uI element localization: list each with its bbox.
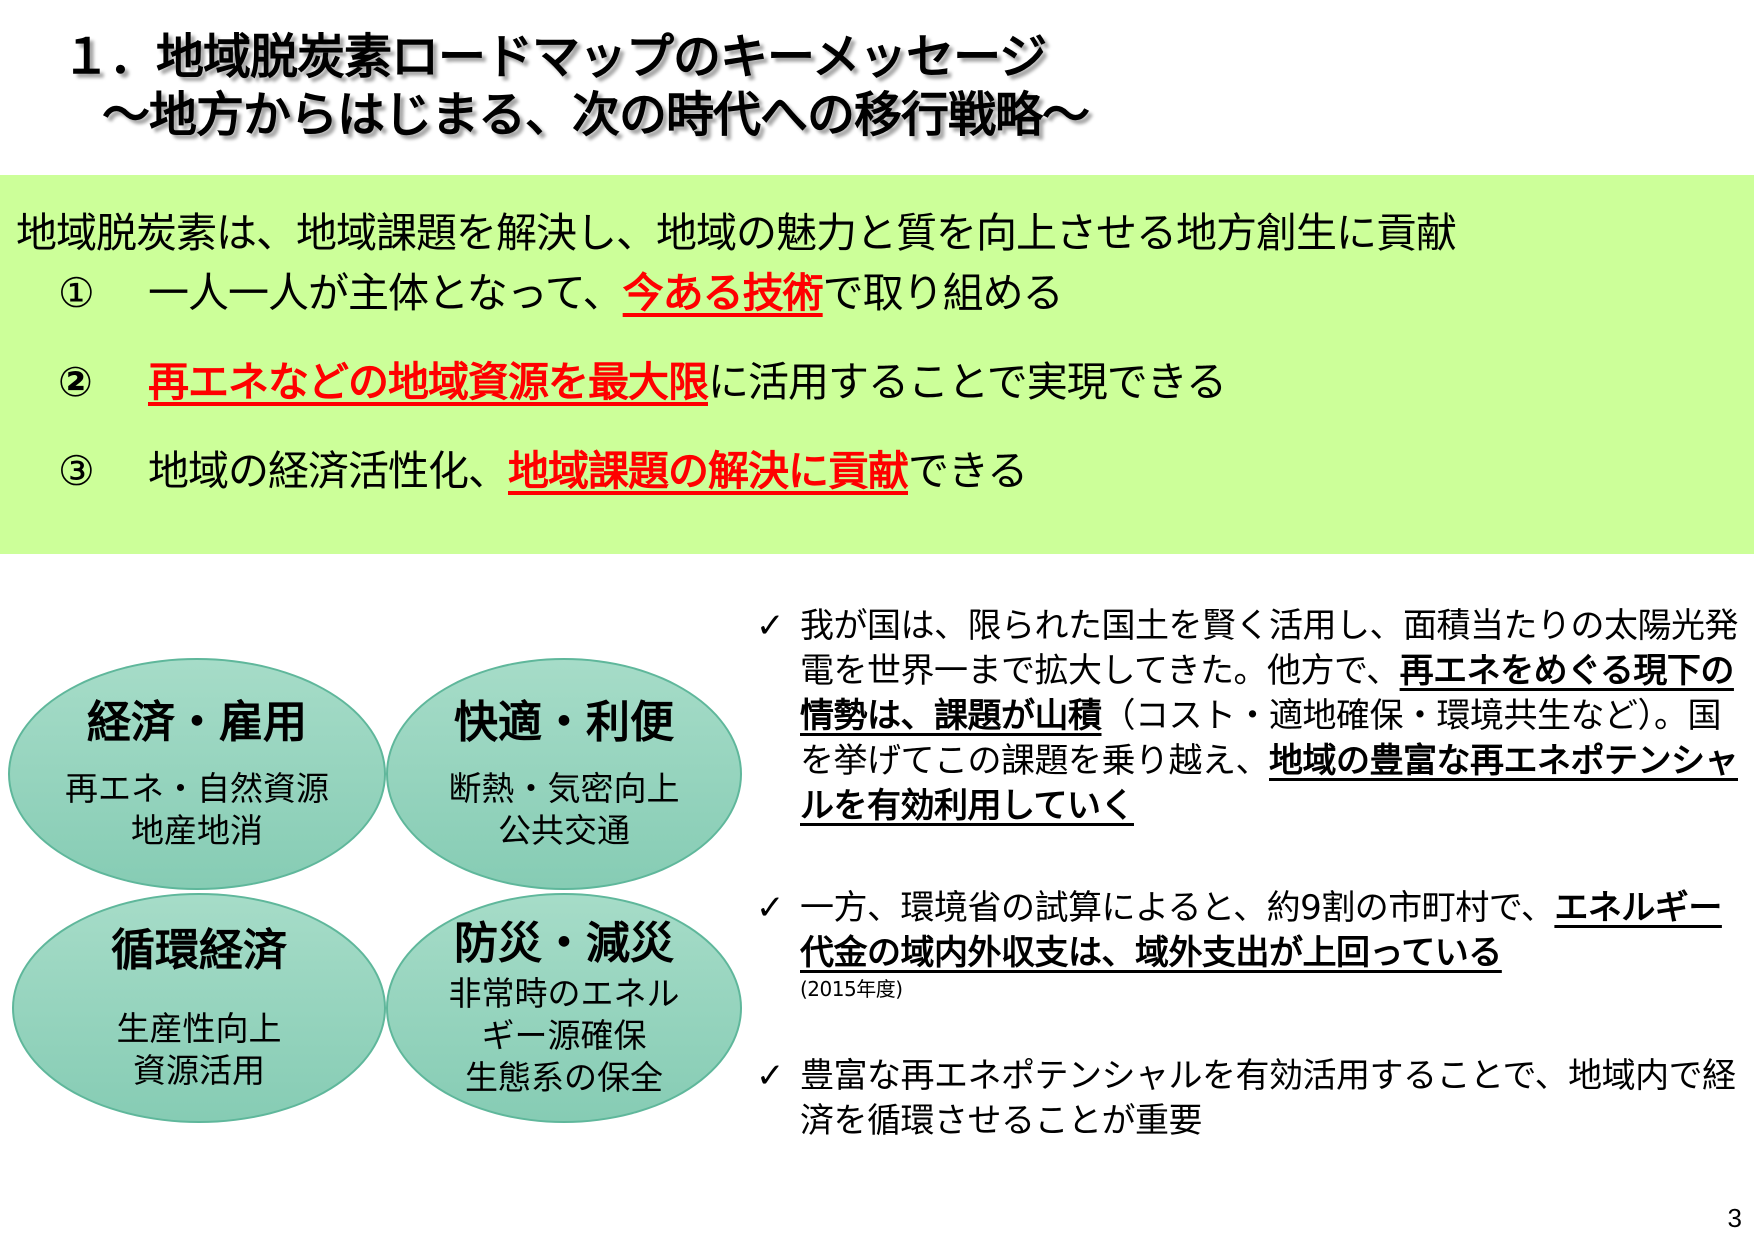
key-message-band [0, 175, 1754, 554]
slide-title: １．地域脱炭素ロードマップのキーメッセージ ～地方からはじまる、次の時代への移行… [62, 28, 1090, 144]
point-highlight: 今ある技術 [622, 269, 824, 317]
benefit-detail: ギー源確保 [481, 1016, 647, 1055]
benefit-detail: 資源活用 [133, 1051, 265, 1090]
key-point-3: ③ 地域の経済活性化、地域課題の解決に貢献できる [58, 446, 1028, 496]
benefit-detail: 生産性向上 [116, 1009, 282, 1048]
title-line-1: １．地域脱炭素ロードマップのキーメッセージ [62, 29, 1047, 85]
bullet-list: ✓ 我が国は、限られた国土を賢く活用し、面積当たりの太陽光発電を世界一まで拡大し… [756, 604, 1746, 1144]
point-text: できる [908, 447, 1028, 495]
key-point-1: ① 一人一人が主体となって、今ある技術で取り組める [58, 268, 1064, 318]
point-text: 一人一人が主体となって、 [148, 269, 624, 317]
bullet-item: ✓ 豊富な再エネポテンシャルを有効活用することで、地域内で経済を循環させることが… [756, 1054, 1746, 1144]
point-number: ③ [58, 447, 95, 495]
benefit-heading: 循環経済 [111, 925, 287, 976]
benefit-circular-economy: 循環経済 生産性向上 資源活用 [12, 893, 386, 1123]
point-highlight: 再エネなどの地域資源を最大限 [148, 358, 709, 406]
point-highlight: 地域課題の解決に貢献 [508, 447, 909, 495]
benefit-detail: 公共交通 [498, 811, 630, 850]
benefit-heading: 防災・減災 [454, 918, 674, 969]
bullet-footnote: (2015年度) [800, 977, 903, 1001]
key-point-2: ② 再エネなどの地域資源を最大限に活用することで実現できる [58, 357, 1227, 407]
point-text: で取り組める [822, 269, 1064, 317]
benefit-detail: 再エネ・自然資源 [65, 769, 329, 808]
bullet-text: 豊富な再エネポテンシャルを有効活用することで、地域内で経済を循環させることが重要 [800, 1056, 1736, 1141]
check-icon: ✓ [756, 606, 785, 646]
benefit-detail: 地産地消 [131, 811, 263, 850]
bullet-item: ✓ 一方、環境省の試算によると、約9割の市町村で、エネルギー代金の域内外収支は、… [756, 886, 1746, 1002]
bullet-emphasis: エネルギー代金の域内外収支は、域外支出が上回っている [800, 888, 1722, 973]
benefit-detail: 断熱・気密向上 [448, 769, 680, 808]
check-icon: ✓ [756, 888, 785, 928]
benefit-heading: 快適・利便 [454, 697, 674, 748]
benefit-disaster-prevention: 防災・減災 非常時のエネル ギー源確保 生態系の保全 [386, 893, 742, 1123]
title-line-2: ～地方からはじまる、次の時代への移行戦略～ [102, 87, 1090, 143]
benefit-detail: 非常時のエネル [448, 974, 680, 1013]
point-text: に活用することで実現できる [708, 358, 1227, 406]
bullet-text: 一方、環境省の試算によると、約9割の市町村で、 [800, 888, 1555, 928]
bullet-text: （コスト・適地確保・環境共生など）。国を挙げてこの課題を乗り越え、 [800, 696, 1722, 781]
check-icon: ✓ [756, 1056, 785, 1096]
benefit-detail: 生態系の保全 [465, 1058, 663, 1097]
page-number: 3 [1727, 1203, 1742, 1233]
benefit-comfort-convenience: 快適・利便 断熱・気密向上 公共交通 [386, 658, 742, 890]
point-text: 地域の経済活性化、 [148, 447, 509, 495]
benefit-economy-employment: 経済・雇用 再エネ・自然資源 地産地消 [8, 658, 386, 890]
key-message-lead: 地域脱炭素は、地域課題を解決し、地域の魅力と質を向上させる地方創生に貢献 [16, 209, 1457, 257]
bullet-item: ✓ 我が国は、限られた国土を賢く活用し、面積当たりの太陽光発電を世界一まで拡大し… [756, 604, 1746, 829]
bullet-emphasis: 地域の豊富な再エネポテンシャルを有効利用していく [800, 741, 1739, 826]
benefit-heading: 経済・雇用 [87, 697, 307, 748]
bullet-text: 我が国は、限られた国土を賢く活用し、面積当たりの太陽光発電を世界一まで拡大してき… [800, 606, 1739, 691]
bullet-emphasis: 再エネをめぐる現下の情勢は、課題が山積 [800, 651, 1734, 736]
point-number: ② [58, 358, 93, 406]
point-number: ① [58, 269, 95, 317]
